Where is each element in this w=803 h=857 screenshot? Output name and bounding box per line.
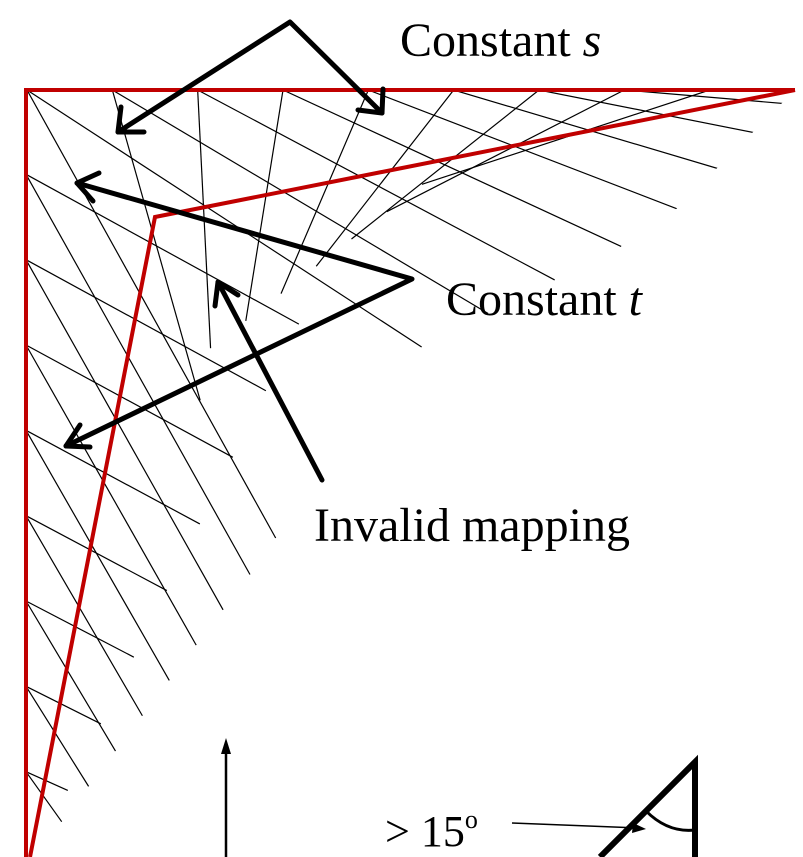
mesh-line-t (315, 90, 455, 267)
mesh-line-t (280, 90, 369, 294)
mesh-line-s (112, 90, 489, 314)
mesh-line-s (25, 771, 69, 791)
label-constant-s: Constant s (400, 14, 601, 67)
mesh-line-s (25, 600, 135, 658)
inner-boundary (28, 88, 796, 857)
domain-boundary (24, 88, 796, 857)
mesh-line-t (26, 90, 277, 539)
arrow-constant-s (115, 19, 385, 135)
mesh-line-s (368, 90, 688, 214)
mesh-line-t (111, 90, 201, 401)
angle-pointer-line (511, 822, 641, 829)
arrowhead-s-left (115, 104, 147, 135)
arrow-constant-t (63, 180, 415, 449)
arrowhead-t-bottom (63, 422, 93, 450)
mesh-line-s (26, 90, 422, 348)
mesh-line-s (624, 90, 795, 113)
mesh-line-t (386, 90, 625, 213)
annotation-arrows (63, 19, 415, 483)
mesh-line-s (453, 90, 755, 180)
mesh-line-s (25, 259, 267, 392)
mesh-line-s (25, 173, 300, 325)
label-constant-t: Constant t (446, 273, 644, 326)
mesh-line-s (25, 429, 201, 525)
vertical-axis (221, 738, 231, 857)
angle-triangle (597, 754, 698, 857)
mesh-line-t (25, 430, 170, 681)
mesh-line-s (197, 90, 555, 281)
arrowhead-invalid (212, 279, 241, 309)
mesh-line-t (245, 90, 284, 321)
label-invalid-mapping: Invalid mapping (314, 499, 630, 552)
mesh-line-s (25, 685, 102, 725)
mesh-line-t (25, 259, 224, 611)
angle-arc (644, 809, 696, 832)
mesh-line-t (25, 771, 63, 823)
arrowhead-s-right (355, 86, 386, 116)
outer-boundary (24, 88, 795, 857)
angle-figure (511, 754, 698, 857)
mesh-line-t (25, 174, 251, 575)
mesh-line-t (25, 515, 143, 717)
mesh-line-s (538, 90, 795, 147)
label-angle: > 15o (385, 805, 478, 856)
mesh-line-t (25, 344, 197, 646)
arrowhead-t-top (74, 170, 102, 204)
mesh-line-s (282, 90, 622, 247)
mesh-line-t (25, 600, 117, 752)
mesh-line-s (25, 344, 234, 458)
mesh-line-t (351, 90, 540, 240)
angle-pointer-head (632, 823, 646, 833)
mesh-line-t (25, 686, 90, 787)
mesh-grid (25, 90, 795, 823)
arrow-invalid-mapping (215, 279, 325, 483)
vertical-axis-arrowhead (221, 738, 231, 754)
